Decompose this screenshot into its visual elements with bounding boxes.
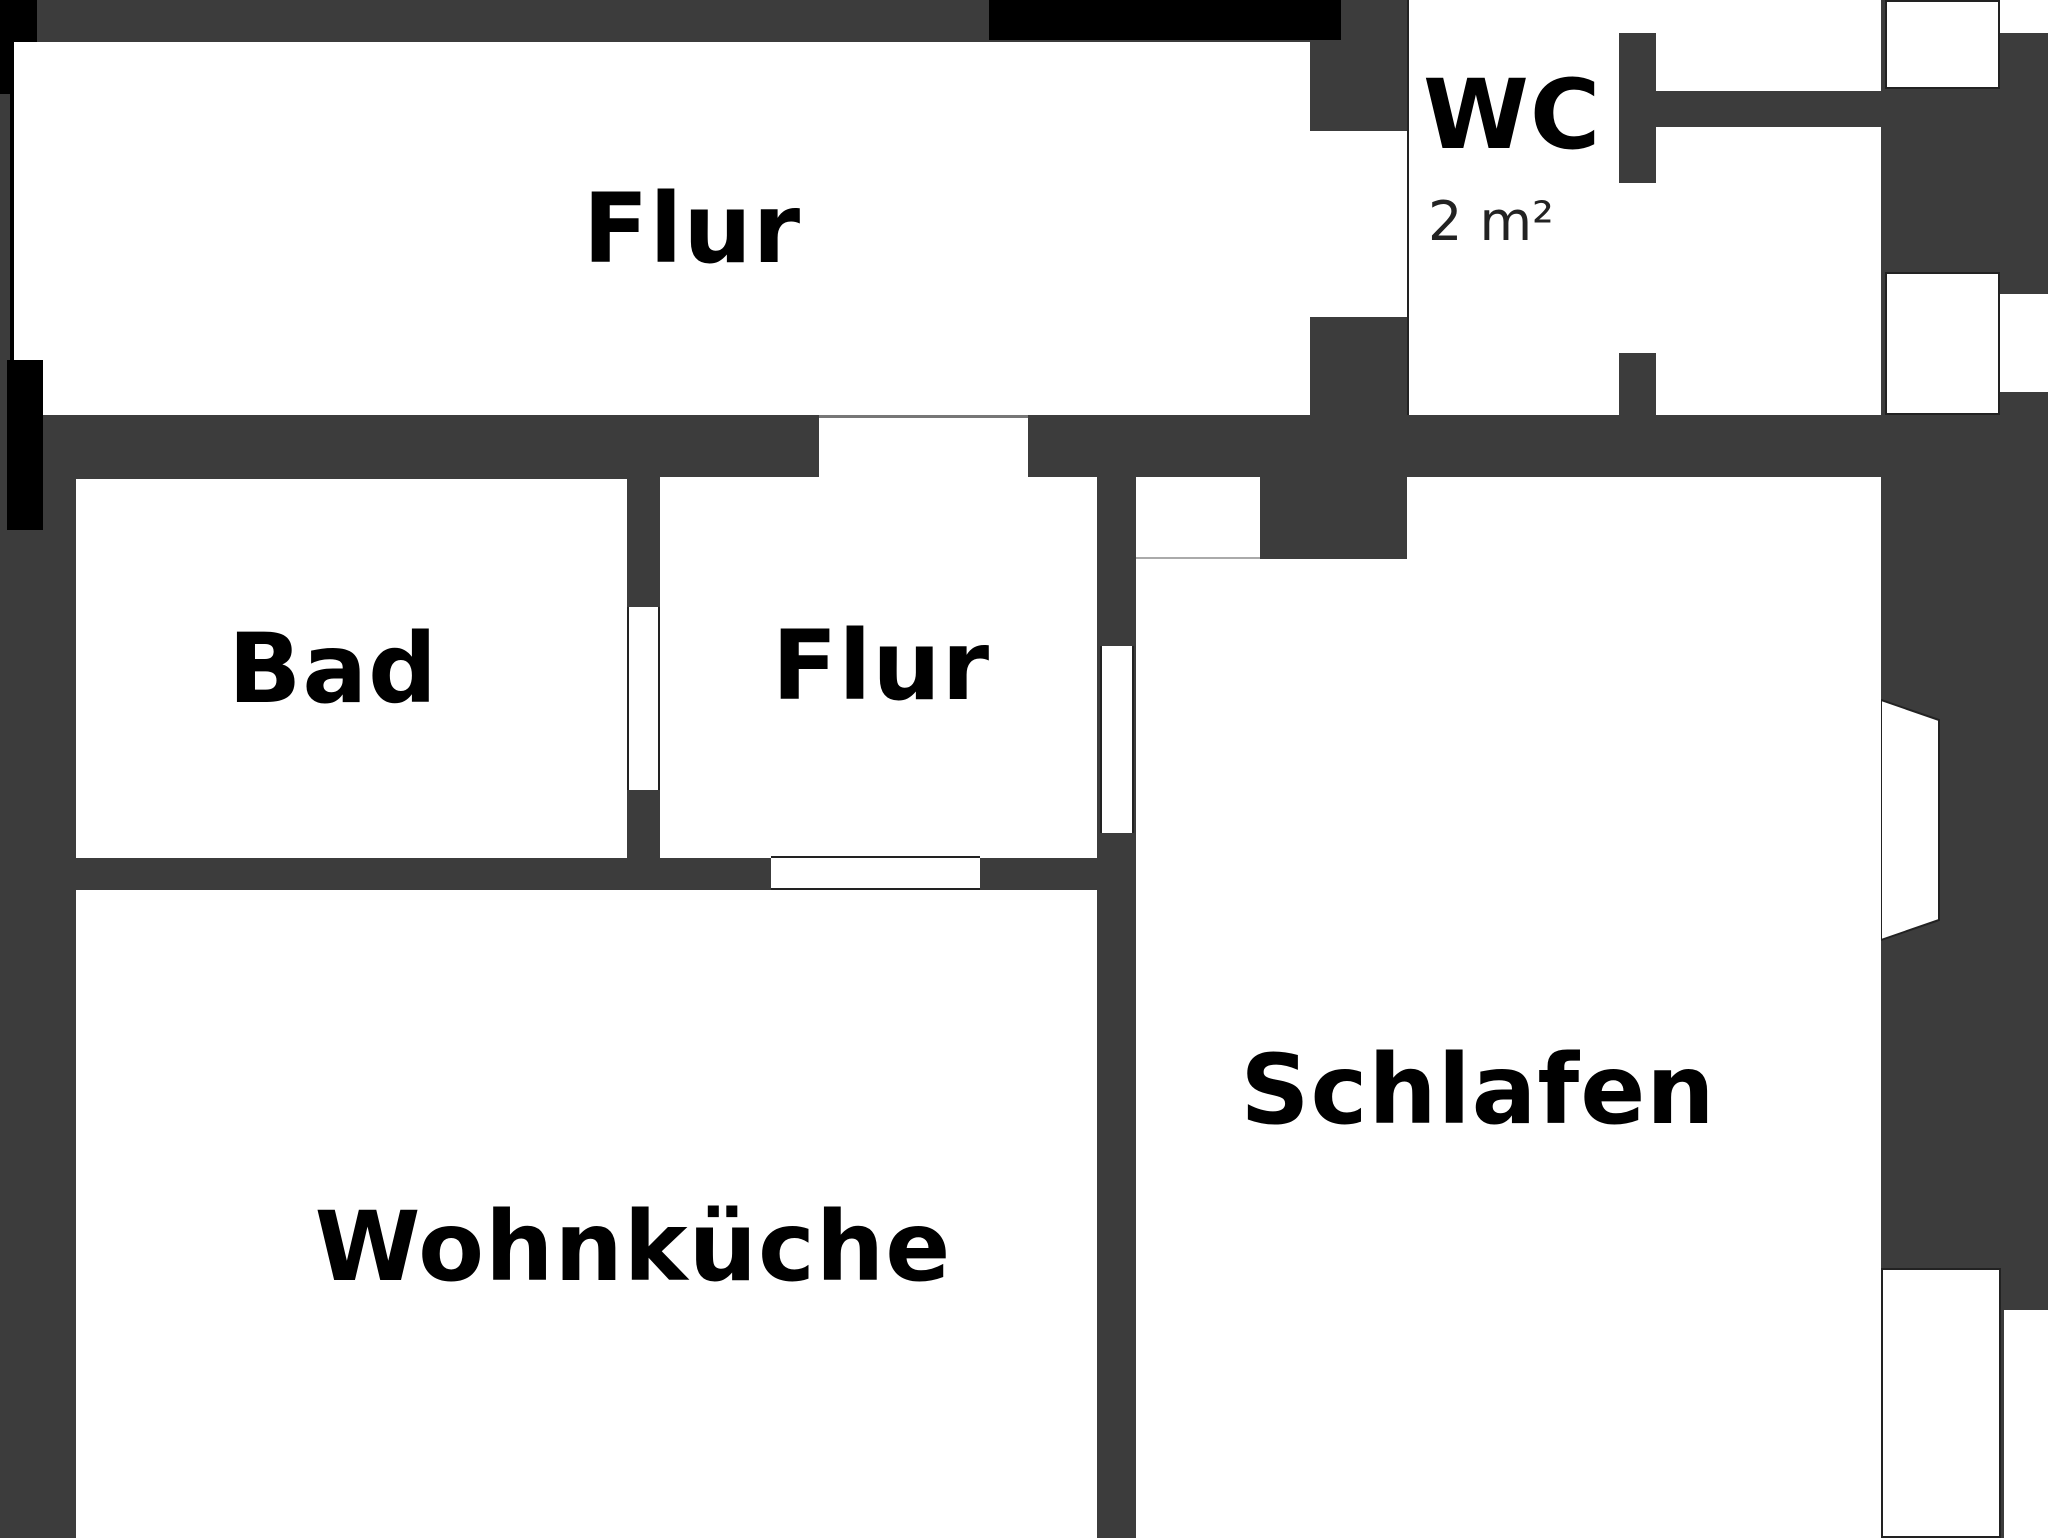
door-schlafen xyxy=(1100,646,1134,833)
wc-inner-wall-stub-top xyxy=(1619,33,1656,183)
window-wc-bottom xyxy=(1885,272,2000,415)
window-wc-top xyxy=(1885,0,2000,89)
door-bad xyxy=(627,607,660,790)
window-right-edge-mid xyxy=(2000,294,2048,392)
room-wohnkueche xyxy=(76,890,1097,1538)
flur-top-opening xyxy=(1300,131,1410,317)
door-wohnkueche xyxy=(771,856,980,890)
room-schlafen-upper xyxy=(1407,477,1881,567)
room-label-wohnkueche: Wohnküche xyxy=(314,1191,952,1303)
window-schlafen-bay xyxy=(1881,698,1940,942)
room-area-wc: 2 m² xyxy=(1428,190,1554,253)
room-flur-small xyxy=(660,477,1097,858)
top-wall-dark-segment xyxy=(989,0,1341,40)
window-right-edge-top xyxy=(2000,0,2048,33)
door-flur-top xyxy=(819,415,1028,479)
room-label-bad: Bad xyxy=(228,613,438,725)
room-flur-top xyxy=(14,42,1310,415)
room-schlafen xyxy=(1136,559,1881,1538)
room-label-wc: WC xyxy=(1423,59,1602,171)
wc-inner-wall-horizontal xyxy=(1656,91,1881,127)
room-bad xyxy=(76,479,627,858)
wc-inner-wall-stub-bottom xyxy=(1619,353,1656,415)
room-schlafen-niche xyxy=(1136,477,1260,559)
left-wall-black-mid xyxy=(7,360,43,530)
room-label-schlafen: Schlafen xyxy=(1240,1034,1716,1146)
room-label-flur-small: Flur xyxy=(771,610,991,722)
left-wall-thin-line xyxy=(10,94,14,364)
room-label-flur-top: Flur xyxy=(582,173,802,285)
window-right-edge-bottom xyxy=(2004,1310,2048,1538)
window-schlafen-bottom xyxy=(1881,1268,2001,1538)
